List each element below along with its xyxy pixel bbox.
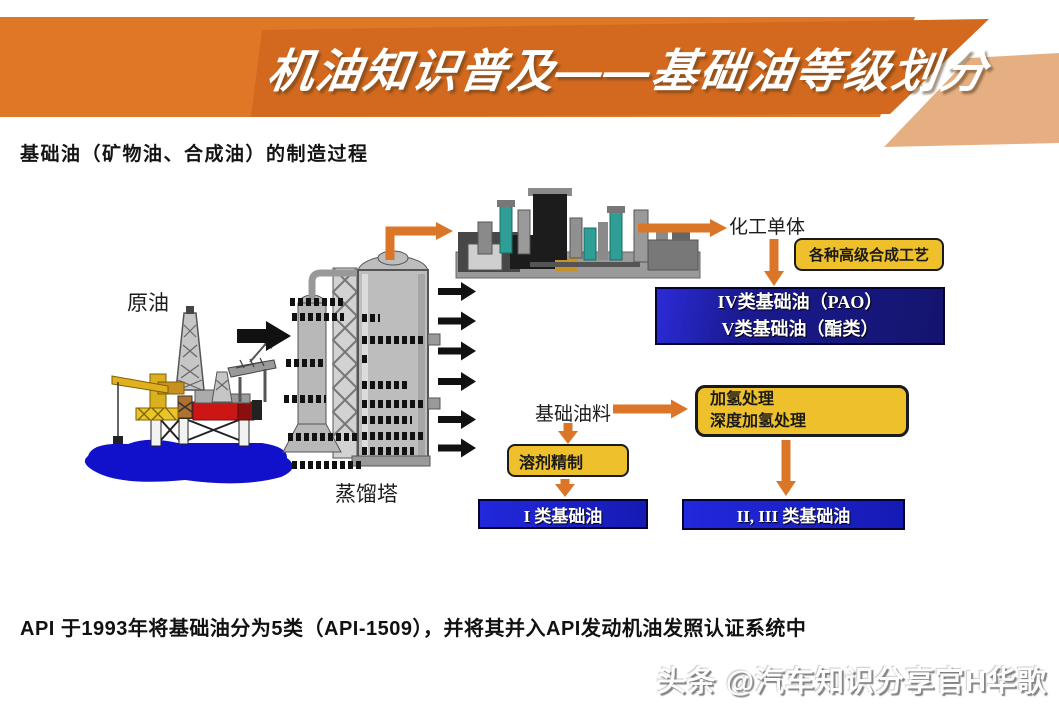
tower-output-arrow [438,341,476,361]
arrow-tower-to-refinery [385,222,453,260]
header-title-ribbon [251,19,989,117]
watermark-text: 头条 @汽车知识分享官H华歌 [656,666,1047,698]
arrow-feed-down [558,423,578,444]
base-oil-feed-label: 基础油料 [535,404,612,425]
header-banner-graphics [0,17,1059,147]
group2-3-text: II, III 类基础油 [736,507,851,526]
hydrotreating-line1: 加氢处理 [710,391,775,408]
arrow-feed-to-hydro [613,399,688,419]
chemical-monomer-label: 化工单体 [729,217,806,238]
solvent-refining-box: 溶剂精制 [507,444,629,477]
distillation-tower-illustration [282,250,441,469]
tower-output-arrow [438,311,476,331]
arrow-hydro-down [776,440,796,496]
group4-5-base-oil-box: IV类基础油（PAO） V类基础油（酯类） [655,287,945,345]
hydrotreating-line2: 深度加氢处理 [710,413,807,430]
solvent-refining-text: 溶剂精制 [519,454,584,472]
hydrotreating-process-box: 加氢处理 深度加氢处理 [695,385,909,437]
arrow-monomer-down [764,239,784,286]
sea-water [84,439,293,484]
group4-line: IV类基础油（PAO） [717,292,883,312]
group2-3-base-oil-box: II, III 类基础油 [682,499,905,530]
group1-base-oil-box: I 类基础油 [478,499,648,529]
crude-oil-label: 原油 [127,291,169,315]
header-tan-ribbon [884,53,1059,147]
tower-output-arrow [438,372,476,391]
distillation-tower-label: 蒸馏塔 [335,482,398,506]
tower-output-arrows [438,282,476,458]
arrow-solvent-down [555,479,575,497]
group5-line: V类基础油（酯类） [721,319,879,339]
arrow-rig-to-tower [237,321,291,351]
tower-output-arrow [438,410,476,429]
synthesis-process-box: 各种高级合成工艺 [794,238,944,271]
oil-rig-illustration [84,306,293,484]
tower-output-arrow [438,282,476,301]
page-subtitle: 基础油（矿物油、合成油）的制造过程 [20,144,369,165]
synthesis-process-text: 各种高级合成工艺 [808,248,929,264]
api-classification-note: API 于1993年将基础油分为5类（API-1509），并将其并入API发动机… [20,618,807,640]
tower-output-arrow [438,438,476,458]
refinery-illustration [455,188,701,279]
flow-arrows-orange [555,219,796,497]
group1-text: I 类基础油 [523,506,603,526]
arrow-refinery-to-monomer [638,219,727,237]
